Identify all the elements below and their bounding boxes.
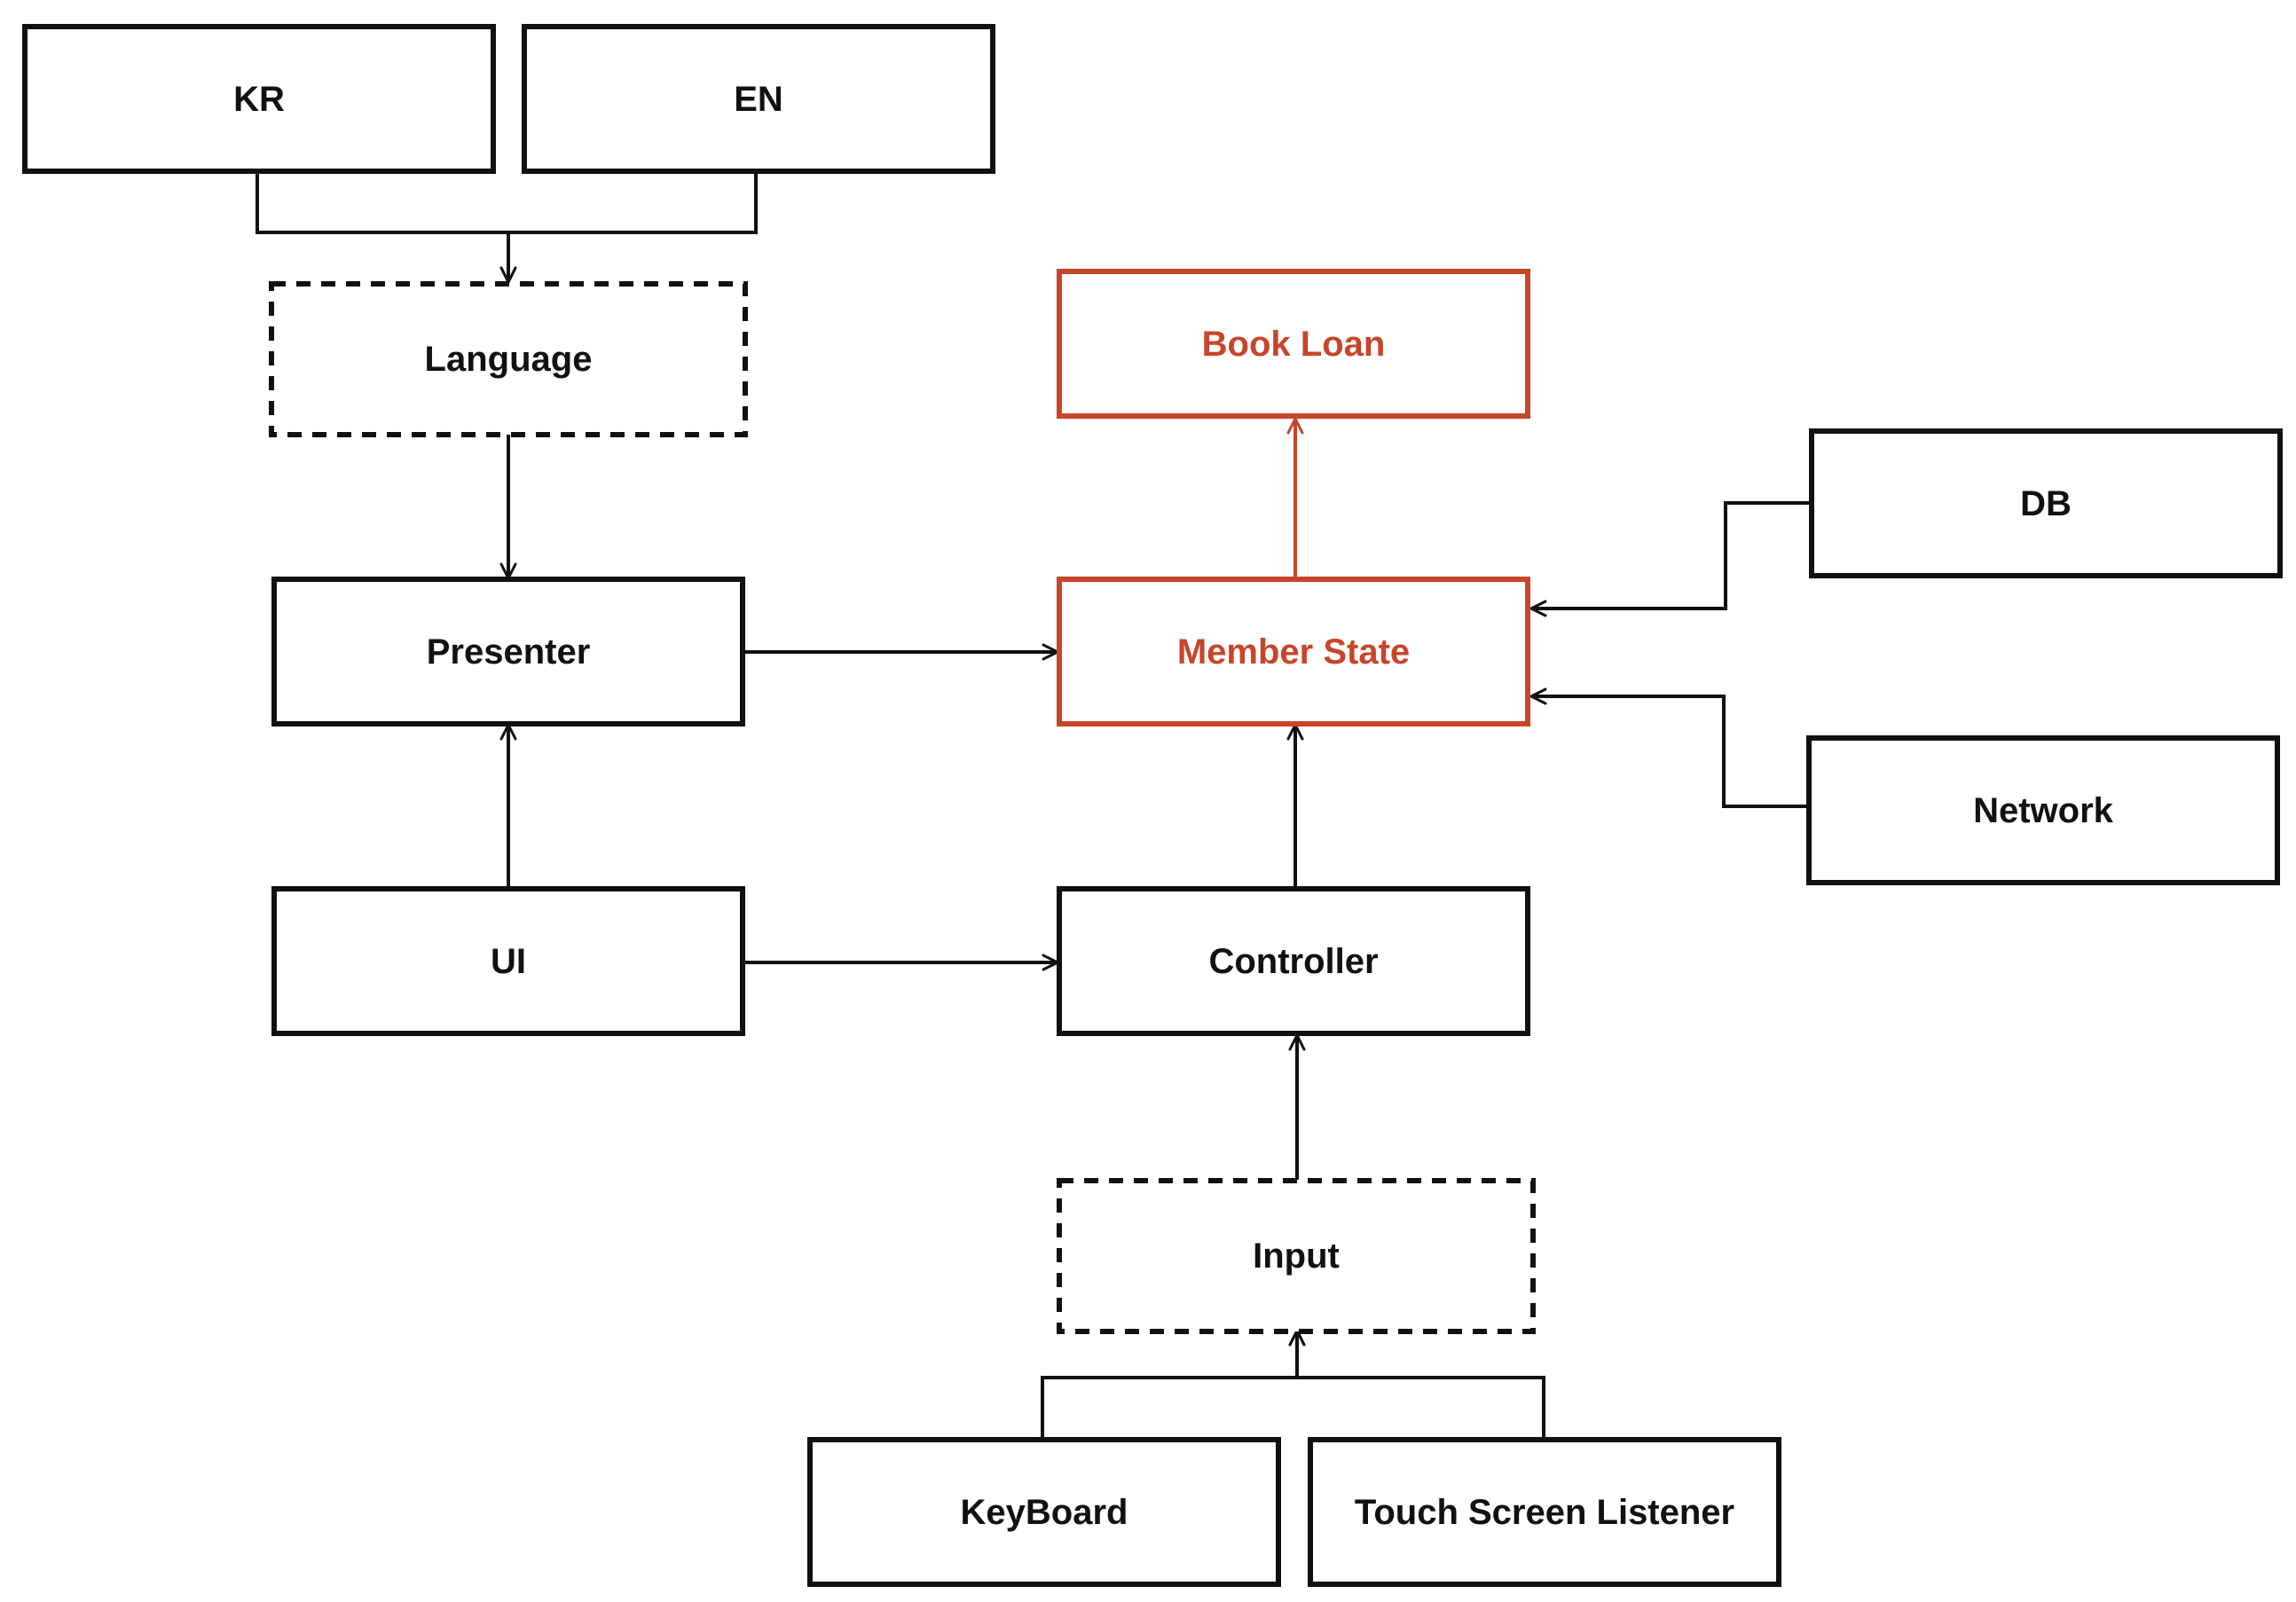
node-language: Language <box>269 281 748 437</box>
edge-touch-screen-listener-to-input <box>1288 1329 1545 1439</box>
node-book-loan: Book Loan <box>1057 269 1530 419</box>
node-input: Input <box>1057 1178 1536 1334</box>
node-ui: UI <box>271 886 745 1036</box>
node-kr-label: KR <box>233 80 285 119</box>
node-presenter: Presenter <box>271 577 745 726</box>
node-controller-label: Controller <box>1208 942 1378 981</box>
node-input-label: Input <box>1253 1237 1340 1276</box>
node-en: EN <box>522 24 995 174</box>
node-network: Network <box>1806 735 2280 885</box>
node-keyboard: KeyBoard <box>807 1437 1281 1587</box>
edge-db-to-member-state <box>1529 501 1811 617</box>
node-touch-screen-listener: Touch Screen Listener <box>1308 1437 1781 1587</box>
node-db-label: DB <box>2020 484 2072 523</box>
node-member-state: Member State <box>1057 577 1530 726</box>
node-network-label: Network <box>1973 791 2114 830</box>
edge-kr-to-language <box>256 173 517 284</box>
edge-en-to-language <box>499 173 758 284</box>
edge-keyboard-to-input <box>1041 1329 1306 1439</box>
node-touch-screen-listener-label: Touch Screen Listener <box>1355 1493 1734 1532</box>
node-language-label: Language <box>425 340 593 379</box>
edge-network-to-member-state <box>1529 687 1808 808</box>
node-keyboard-label: KeyBoard <box>961 1493 1128 1532</box>
node-controller: Controller <box>1057 886 1530 1036</box>
node-kr: KR <box>22 24 496 174</box>
node-en-label: EN <box>734 80 783 119</box>
node-member-state-label: Member State <box>1177 632 1410 671</box>
node-ui-label: UI <box>491 942 526 981</box>
node-book-loan-label: Book Loan <box>1202 325 1386 364</box>
node-presenter-label: Presenter <box>427 632 591 671</box>
node-db: DB <box>1809 428 2283 578</box>
